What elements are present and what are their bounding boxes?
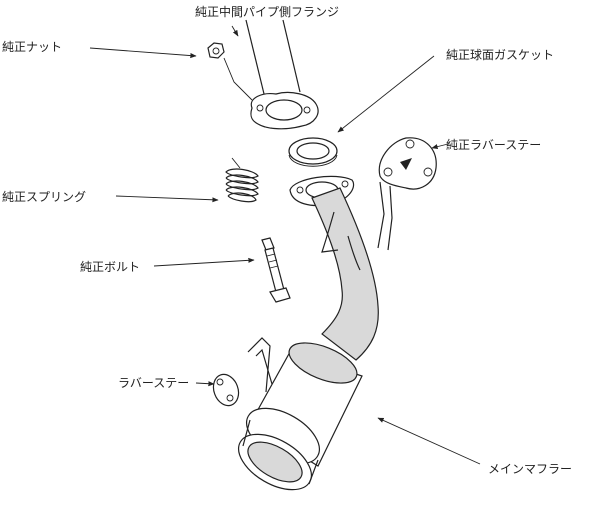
label-rubber-stay-oem: 純正ラバーステー: [446, 138, 542, 152]
label-flange: 純正中間パイプ側フランジ: [195, 5, 340, 19]
leader-arrows: [89, 25, 481, 465]
rubber-stay-oem-part: [377, 137, 437, 251]
label-bolt: 純正ボルト: [80, 260, 141, 274]
label-main-muffler: メインマフラー: [488, 462, 573, 476]
flange-part: [250, 91, 319, 130]
label-gasket: 純正球面ガスケット: [446, 48, 555, 62]
gasket-part: [288, 137, 338, 167]
label-spring: 純正スプリング: [2, 190, 87, 204]
rubber-stay-part: [212, 337, 273, 407]
spring-part: [225, 157, 259, 203]
label-rubber-stay: ラバーステー: [118, 376, 190, 390]
muffler-part: [238, 342, 363, 491]
intermediate-pipe: [245, 19, 301, 99]
bolt-part: [261, 237, 291, 303]
nut-part: [207, 42, 253, 101]
main-pipe: [311, 187, 379, 361]
label-nut: 純正ナット: [2, 40, 63, 54]
